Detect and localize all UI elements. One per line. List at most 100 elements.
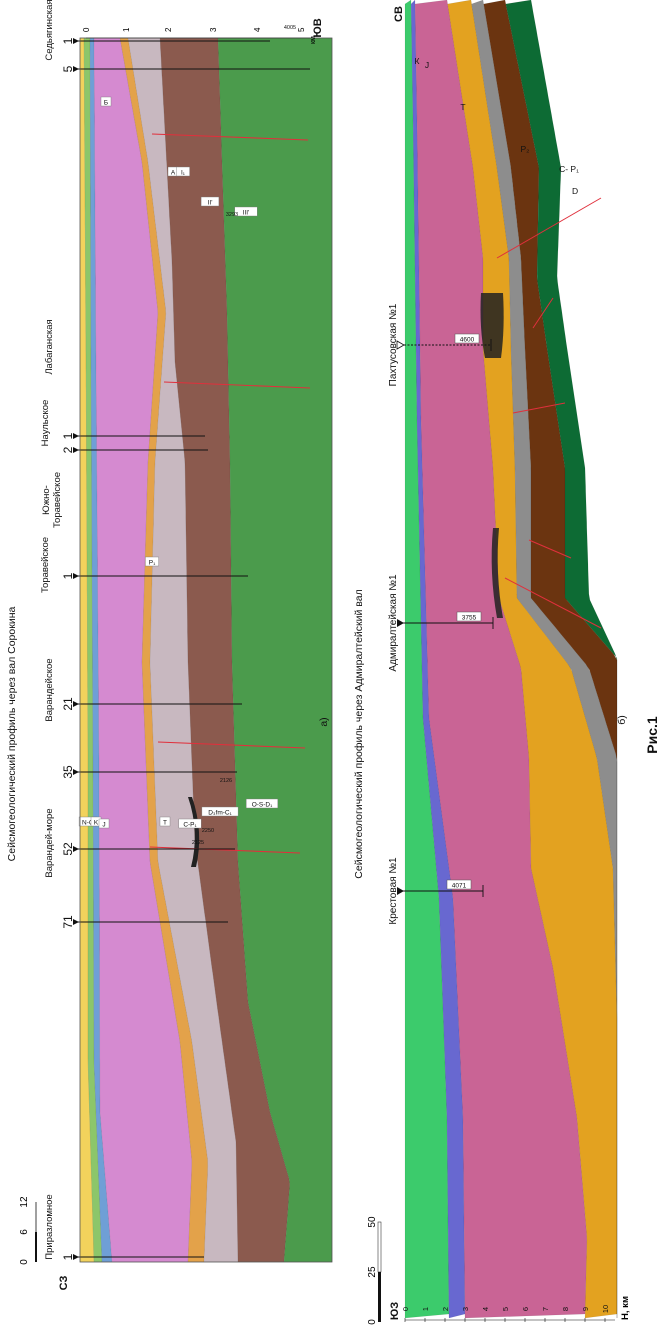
area-name-4: Южно-Торавейское [41, 472, 63, 528]
svg-text:P₁: P₁ [149, 560, 156, 567]
layer-label-a-6: O-S-D₁ [245, 798, 279, 809]
well-num-7-0: 1 [61, 1253, 75, 1260]
well-name-b-1: Адмиралтейская №1 [388, 574, 399, 672]
layer-label-a-3: T [159, 816, 171, 827]
svg-text:N-Q: N-Q [82, 820, 94, 827]
reservoir-grid-pakhtusov [480, 293, 504, 358]
b-depth-tick-9: 9 [581, 1307, 590, 1311]
svg-text:D₃fm-C₁: D₃fm-C₁ [208, 810, 232, 817]
well-a-marker-3-0 [73, 701, 79, 707]
svg-text:T: T [163, 820, 167, 827]
b-depth-tick-1: 1 [421, 1307, 430, 1311]
profile-b-reservoir-grids [480, 293, 504, 618]
well-a-marker-0-0 [73, 66, 79, 72]
area-name-0: Приразломное [44, 1194, 55, 1259]
svg-text:3755: 3755 [462, 615, 477, 622]
profile-a-wells [73, 38, 310, 1260]
profile-a-dir-end: ЮВ [312, 18, 324, 37]
layer-label-a-8: Б [100, 96, 112, 107]
well-num-2-0: 1 [61, 572, 75, 579]
b-depth-tick-6: 6 [521, 1307, 530, 1311]
profile-b-dir-end: СВ [393, 6, 405, 22]
b-depth-tick-10: 10 [601, 1305, 610, 1313]
profile-a-scale-bar: 0 6 12 [19, 1196, 37, 1265]
b-depth-tick-5: 5 [501, 1307, 510, 1311]
b-depth-tick-7: 7 [541, 1307, 550, 1311]
well-num-4-0: 35 [61, 765, 75, 779]
layer-label-a-2: J [98, 818, 110, 829]
profile-b-dir-start: ЮЗ [389, 1302, 401, 1320]
fault-a-3 [151, 133, 309, 141]
profile-b-wells: 4071 3755 4600 [396, 333, 494, 897]
profile-a-dir-start: СЗ [58, 1276, 70, 1291]
fault-a-1 [157, 741, 306, 749]
layer-label-b-3: P₂ [521, 144, 530, 154]
well-a-marker-1-1 [73, 433, 79, 439]
a-depth-1: 1 [122, 27, 131, 32]
area-name-6: Лабаганская [44, 319, 55, 374]
svg-text:K: K [94, 820, 99, 827]
depth-mark-a-1: 2250 [202, 828, 214, 834]
b-depth-tick-8: 8 [561, 1307, 570, 1311]
profile-a-area-names: ПриразломноеВарандей-мореВарандейскоеТор… [40, 0, 63, 1260]
layer-b-deep [505, 0, 618, 1318]
layer-label-a-4: C-P₁ [178, 818, 202, 829]
b-depth-tick-0: 0 [401, 1307, 410, 1311]
well-b-marker-2 [396, 340, 405, 350]
well-num-6-0: 71 [61, 915, 75, 929]
layer-label-b-2: Т [460, 102, 465, 112]
profile-b-depth-axis-label: Н, км [620, 1296, 631, 1320]
depth-mark-a-2: 3293 [226, 212, 238, 218]
fault-b-3 [496, 197, 602, 259]
profile-b-scale-tick-2: 50 [367, 1216, 378, 1228]
well-a-marker-1-0 [73, 447, 79, 453]
svg-text:4600: 4600 [460, 337, 475, 344]
well-num-1-1: 1 [61, 432, 75, 439]
profile-a-faults [149, 133, 311, 854]
layer-label-b-1: J [425, 60, 429, 70]
profile-b-title: Сейсмогеологический профиль через Адмира… [353, 589, 365, 878]
well-name-b-2: Пахтусовская №1 [388, 303, 399, 386]
profile-b-depth-axis: 0 1 2 3 4 5 6 7 8 9 10 [401, 1305, 615, 1322]
profile-a-scale-tick-0: 0 [19, 1259, 30, 1265]
well-b-depth-2: 4600 [454, 333, 480, 344]
profile-a-layers [79, 37, 333, 1263]
profile-b-scale-bar: 0 25 50 [367, 1216, 382, 1325]
well-a-marker-6-0 [73, 919, 79, 925]
b-depth-tick-3: 3 [461, 1307, 470, 1311]
fault-b-4 [532, 297, 554, 329]
profile-b-scale-tick-0: 0 [367, 1319, 378, 1325]
layer-label-a-7: P₁ [145, 556, 159, 567]
profile-a-sublabel: а) [318, 717, 330, 726]
well-b-depth-1: 3755 [456, 611, 482, 622]
depth-mark-a-4: 4005 [284, 25, 296, 31]
a-depth-5: 5 [297, 27, 306, 32]
depth-mark-a-3: 2126 [220, 778, 232, 784]
well-a-marker-5-0 [73, 846, 79, 852]
layer-label-a-10: I₁ [176, 166, 190, 177]
area-name-2: Варандейское [44, 658, 55, 721]
svg-text:C-P₁: C-P₁ [183, 822, 197, 829]
b-depth-tick-4: 4 [481, 1307, 490, 1311]
a-depth-3: 3 [209, 27, 218, 32]
area-name-3: Торавейское [40, 537, 51, 593]
well-num-0-0: 5 [61, 65, 75, 72]
svg-text:III': III' [243, 210, 250, 217]
fault-b-1 [512, 402, 566, 414]
b-depth-tick-2: 2 [441, 1307, 450, 1311]
profile-b-scale-tick-1: 25 [367, 1266, 378, 1278]
profile-a-scale-tick-2: 12 [19, 1196, 30, 1208]
well-num-3-0: 21 [61, 697, 75, 711]
fault-a-2 [163, 381, 311, 389]
profile-a-scale-tick-1: 6 [19, 1229, 30, 1235]
well-num-0-1: 1 [61, 37, 75, 44]
profile-a-title: Сейсмогеологический профиль через вал Со… [6, 607, 18, 862]
layer-label-b-4: С- P₁ [559, 164, 579, 174]
svg-text:4071: 4071 [452, 883, 467, 890]
well-a-marker-0-1 [73, 38, 79, 44]
